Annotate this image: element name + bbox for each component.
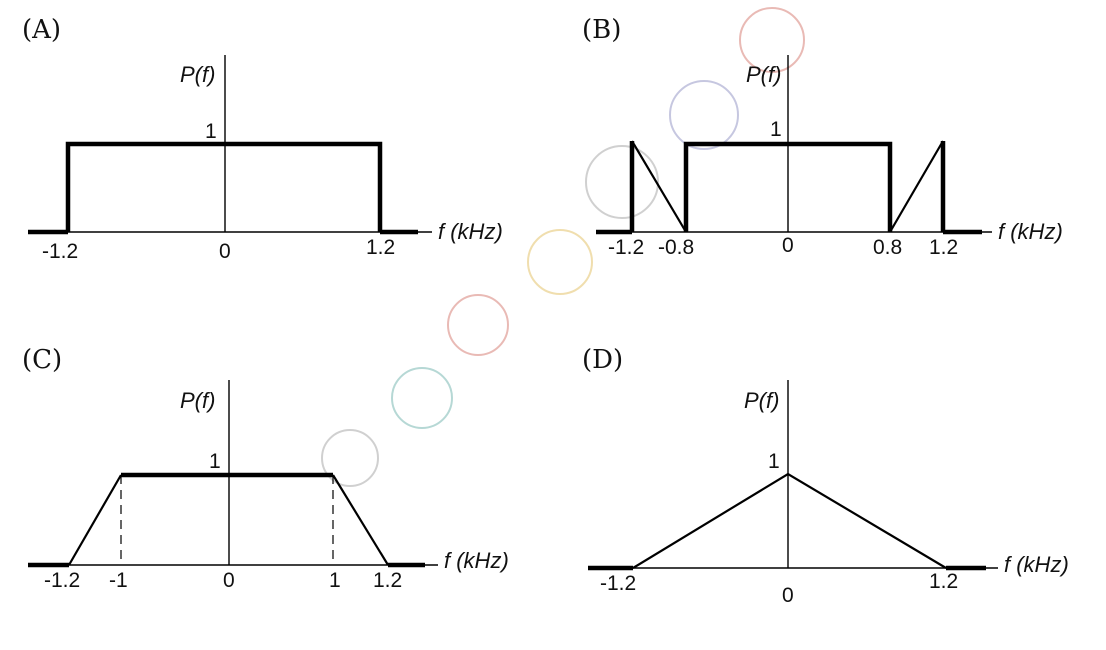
panel-a-peak-label: 1 <box>205 120 217 143</box>
panel-c-tick: 1.2 <box>373 569 402 592</box>
panel-d-peak-label: 1 <box>768 450 780 473</box>
panel-b-tick: 1.2 <box>929 236 958 259</box>
panel-a-label: (A) <box>22 15 61 45</box>
panel-b-ramp <box>631 140 687 233</box>
panel-c-tick: -1 <box>109 569 128 592</box>
panel-b-label: (B) <box>582 15 621 45</box>
panel-a-tick: 1.2 <box>366 236 395 259</box>
panel-c-tick: 1 <box>329 569 341 592</box>
panel-a-y-axis-title: P(f) <box>180 62 215 87</box>
panel-b-tick: -0.8 <box>658 236 694 259</box>
panel-c-tick: -1.2 <box>44 569 80 592</box>
panel-c-x-axis-title: f (kHz) <box>444 548 509 573</box>
panel-d-tick: 1.2 <box>929 570 958 593</box>
panel-c-tick: 0 <box>223 569 235 592</box>
panel-d-tick: 0 <box>782 584 794 607</box>
panel-c: (C) P(f) f (kHz) 1 -1.2 -1 0 1 1.2 <box>22 345 509 592</box>
panel-c-peak-label: 1 <box>209 450 221 473</box>
panel-a-tick: 0 <box>219 240 231 263</box>
panel-c-ramp <box>332 474 389 566</box>
panel-d: (D) P(f) f (kHz) 1 -1.2 0 1.2 <box>582 345 1069 607</box>
panel-b-ramp <box>889 140 944 233</box>
panel-d-spectrum <box>632 472 947 569</box>
panel-c-y-axis-title: P(f) <box>180 388 215 413</box>
panel-a: (A) P(f) f (kHz) 1 -1.2 0 1.2 <box>22 15 503 263</box>
panel-b-passband <box>683 141 893 232</box>
panel-b-x-axis-title: f (kHz) <box>998 219 1063 244</box>
panel-b-tick: -1.2 <box>608 236 644 259</box>
panel-a-x-axis-title: f (kHz) <box>438 219 503 244</box>
panel-b-y-axis-title: P(f) <box>746 62 781 87</box>
panel-c-label: (C) <box>22 345 62 375</box>
panel-a-tick: -1.2 <box>42 240 78 263</box>
panel-b: (B) P(f) f (kHz) 1 -1.2 -0.8 0 0.8 1.2 <box>582 15 1063 259</box>
panel-b-peak-label: 1 <box>770 118 782 141</box>
panel-a-spectrum <box>65 141 383 232</box>
panel-b-tick: 0 <box>782 234 794 257</box>
panel-d-y-axis-title: P(f) <box>744 388 779 413</box>
panel-d-label: (D) <box>582 345 623 375</box>
watermark-seals <box>321 7 805 487</box>
panel-d-x-axis-title: f (kHz) <box>1004 552 1069 577</box>
panel-c-ramp <box>68 474 122 566</box>
panel-b-tick: 0.8 <box>873 236 902 259</box>
panel-d-tick: -1.2 <box>600 572 636 595</box>
